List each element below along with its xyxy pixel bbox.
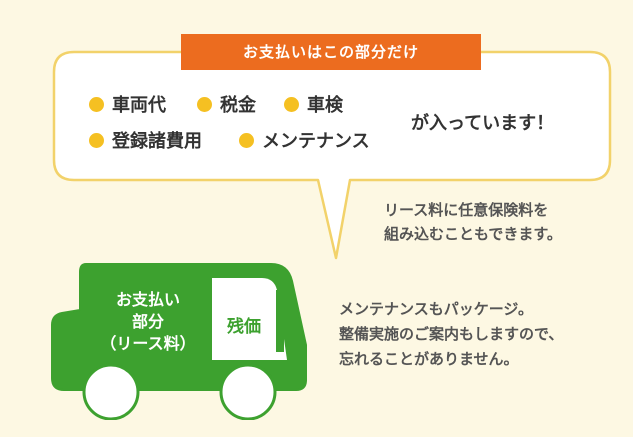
bullet-dot-icon (89, 133, 104, 148)
bullet-dot-icon (284, 97, 299, 112)
list-item: 車検 (284, 95, 343, 117)
front-wheel (82, 363, 140, 421)
bullet-dot-icon (197, 97, 212, 112)
bullet-dot-icon (89, 97, 104, 112)
item-registration-fees: 登録諸費用 (112, 131, 202, 152)
list-item: 登録諸費用 (89, 131, 202, 153)
residual-panel (212, 278, 287, 360)
payment-portion-label: お支払い 部分 （リース料） (82, 289, 214, 355)
item-vehicle-cost: 車両代 (112, 95, 166, 116)
item-taxes: 税金 (220, 95, 256, 116)
list-item: 税金 (197, 95, 256, 117)
windshield-strip (276, 290, 284, 352)
maintenance-note-line-1: メンテナンスもパッケージ。 (339, 300, 533, 318)
item-inspection: 車検 (307, 95, 343, 116)
payment-label-line-1: お支払い (115, 290, 180, 309)
payment-label-line-3: （リース料） (100, 334, 196, 353)
bullet-dot-icon (239, 133, 254, 148)
insurance-note-line-2: 組み込むこともできます。 (384, 225, 562, 243)
maintenance-note-line-2: 整備実施のご案内もしますので、 (339, 325, 564, 343)
item-maintenance: メンテナンス (262, 131, 370, 152)
rear-wheel (219, 363, 277, 421)
list-item: メンテナンス (239, 131, 370, 153)
list-item: 車両代 (89, 95, 166, 117)
insurance-note-line-1: リース料に任意保険料を (384, 201, 549, 219)
included-statement: が入っています！ (411, 113, 555, 134)
payment-scope-banner: お支払いはこの部分だけ (181, 34, 481, 70)
maintenance-note-line-3: 忘れることがありません。 (339, 350, 519, 368)
payment-label-line-2: 部分 (131, 312, 164, 331)
residual-value-label: 残価 (227, 317, 261, 337)
